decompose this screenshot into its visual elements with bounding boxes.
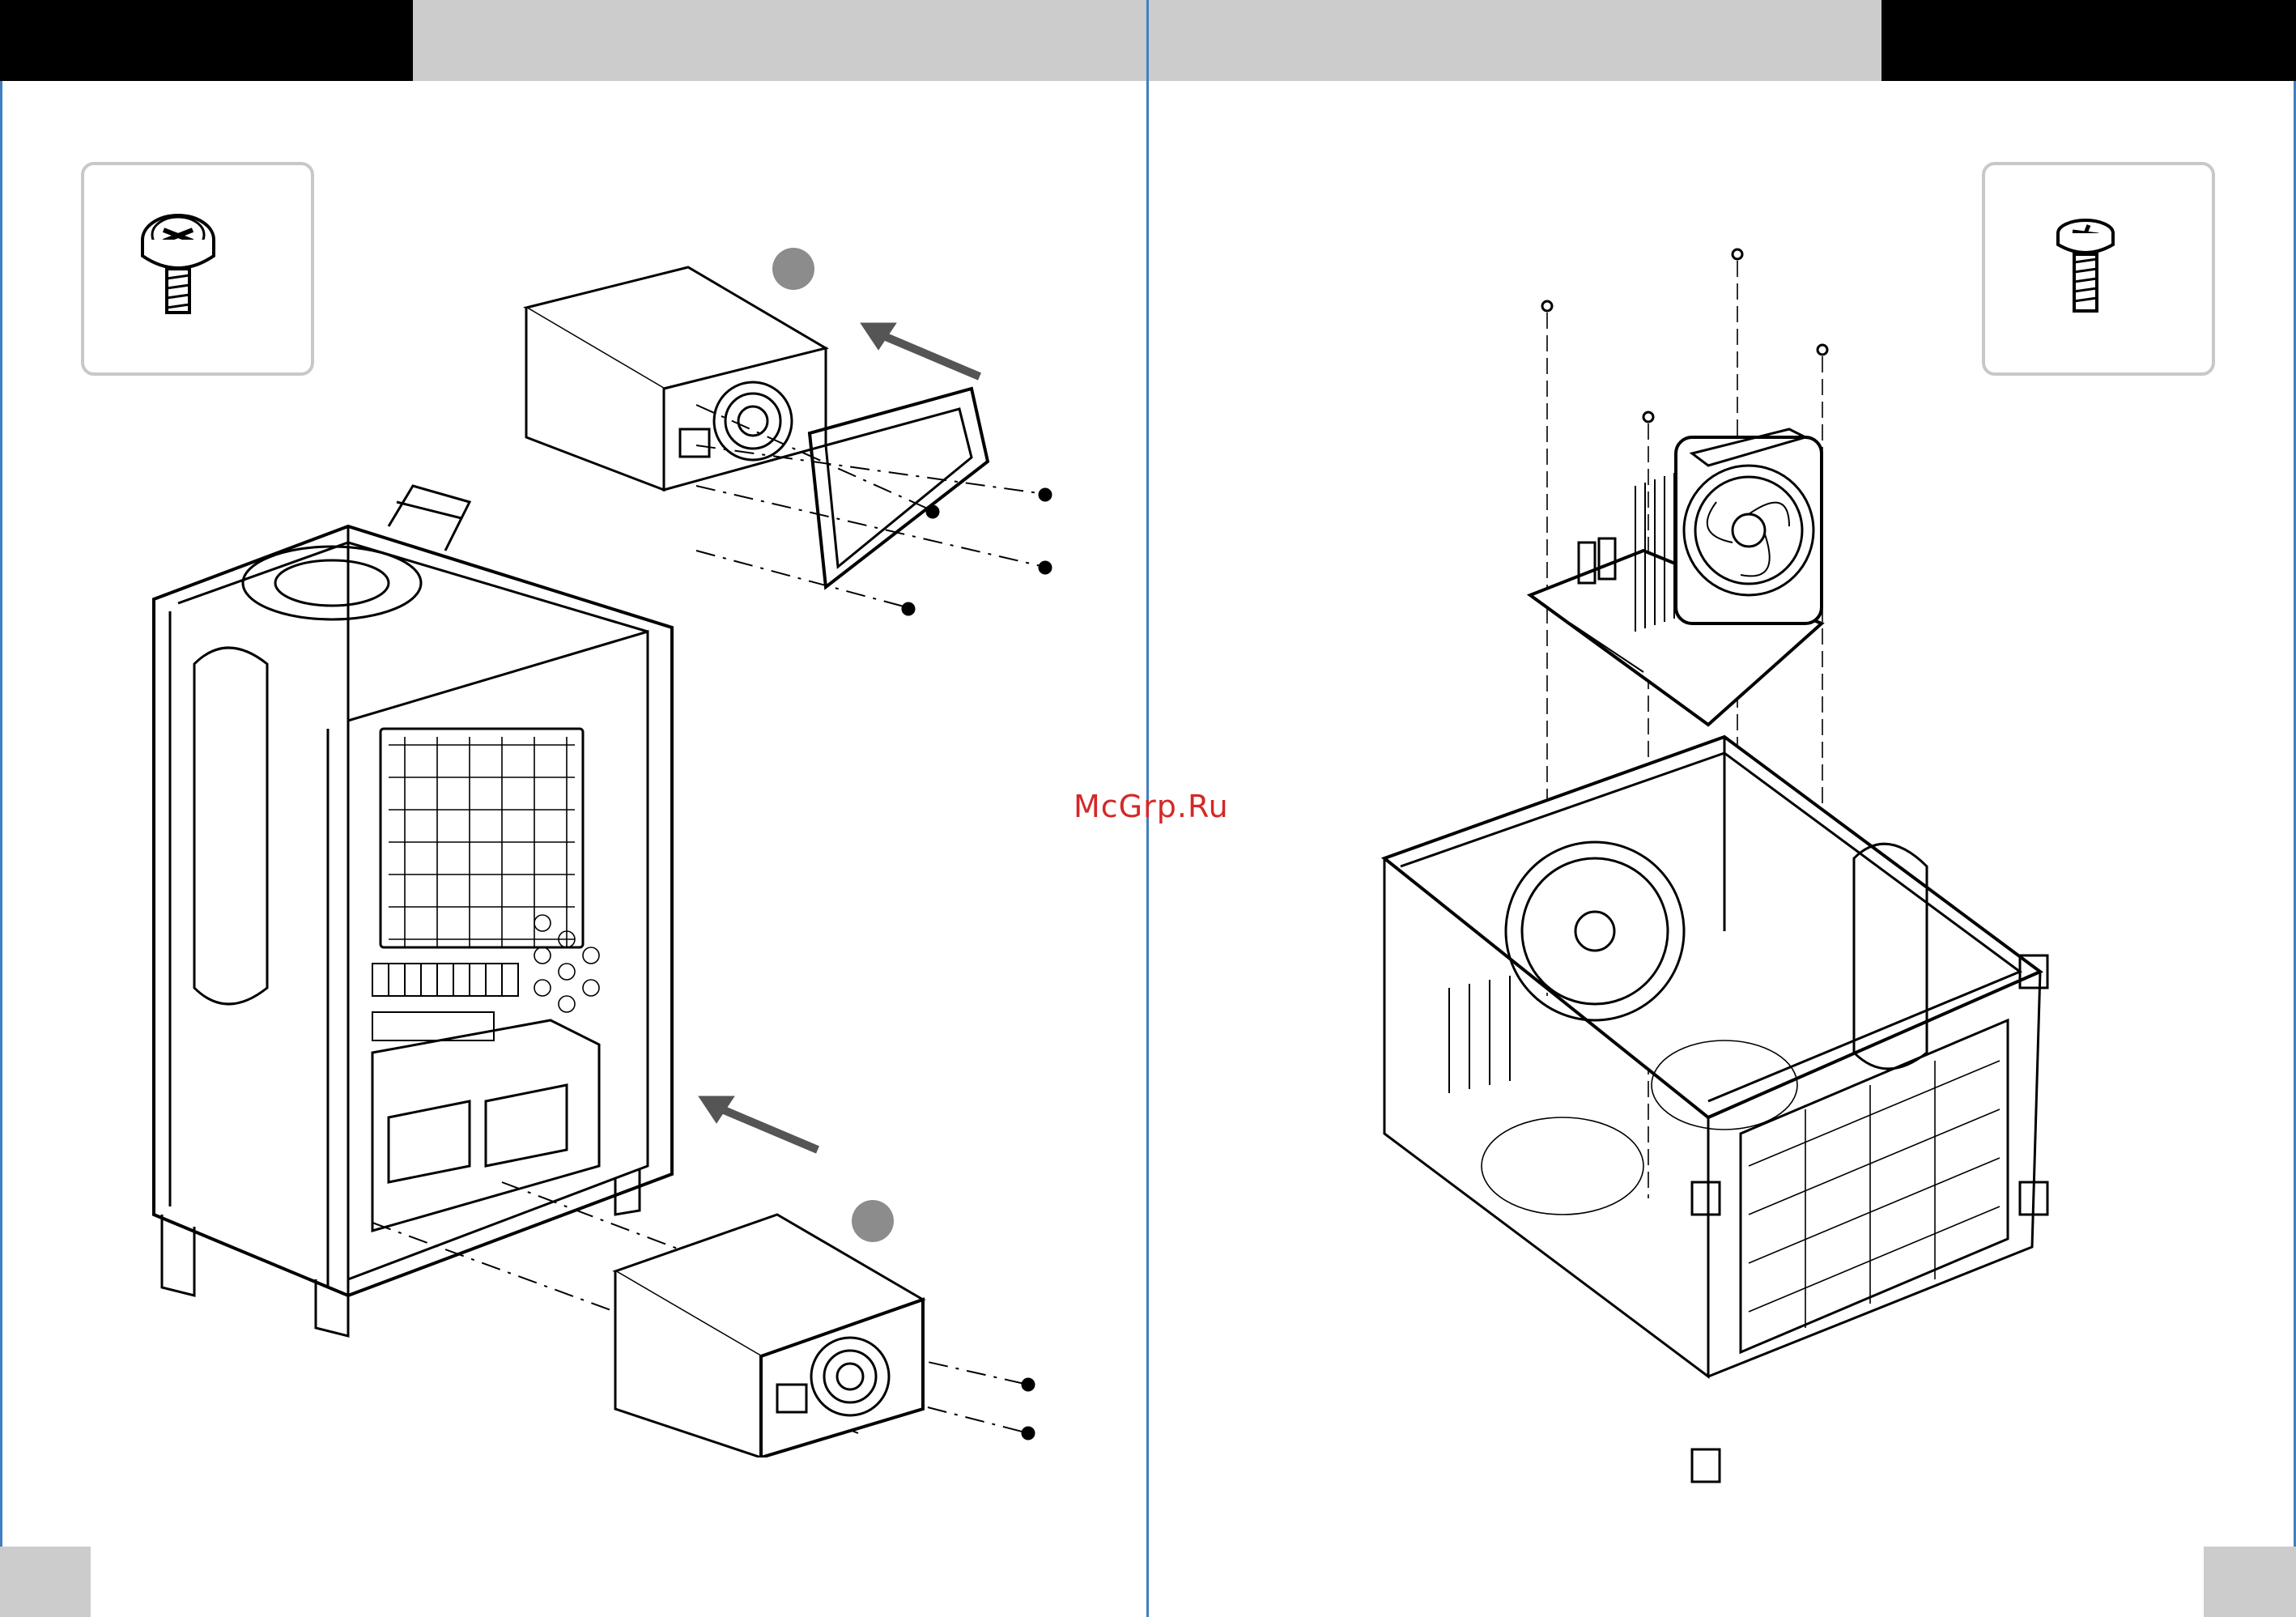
watermark: McGrp.Ru bbox=[1074, 789, 1229, 824]
header-bar-right-gray bbox=[1148, 0, 1881, 81]
page-border-left bbox=[0, 81, 2, 1617]
header-bar-left-black bbox=[0, 0, 413, 81]
footer-page-tab-right bbox=[2204, 1547, 2296, 1617]
footer-page-tab-left bbox=[0, 1547, 91, 1617]
motherboard-cooler-install-exploded-view bbox=[1368, 243, 2259, 1522]
header-bar-right-black bbox=[1881, 0, 2296, 81]
psu-install-exploded-view bbox=[130, 243, 1142, 1457]
header-bar-left-gray bbox=[413, 0, 1148, 81]
